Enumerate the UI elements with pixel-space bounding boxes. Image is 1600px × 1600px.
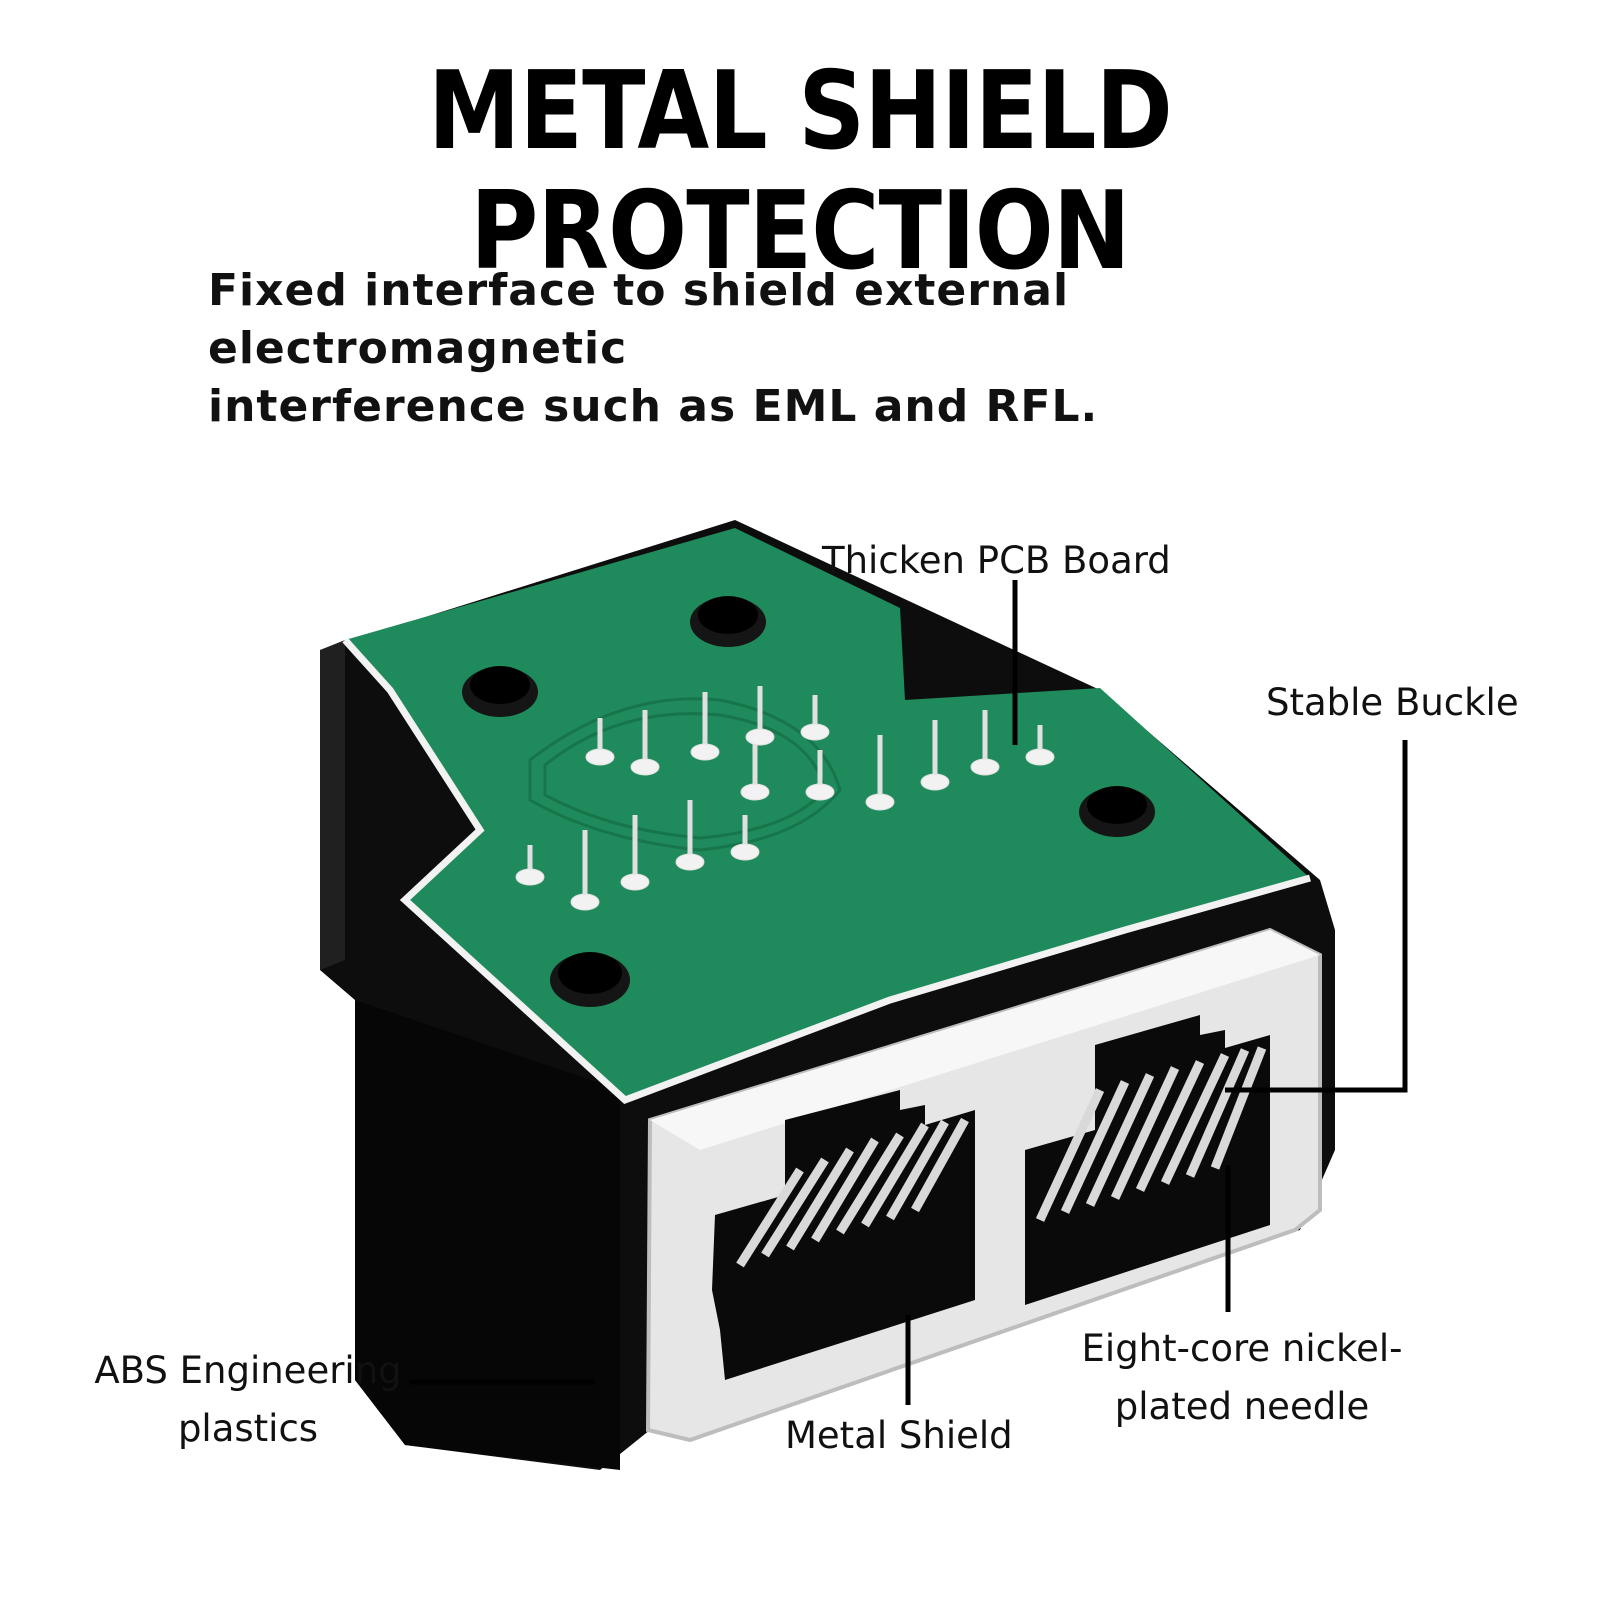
callout-abs-plastics: ABS Engineering plastics [80, 1342, 416, 1458]
callout-stable-buckle: Stable Buckle [1266, 681, 1519, 724]
callout-abs-line-1: ABS Engineering [94, 1349, 402, 1392]
page-title: METAL SHIELD PROTECTION [427, 49, 1173, 294]
callout-abs-line-2: plastics [177, 1407, 319, 1450]
subtitle: Fixed interface to shield external elect… [208, 262, 1448, 436]
callout-pcb-board: Thicken PCB Board [822, 539, 1171, 582]
solder-pins [515, 686, 1055, 911]
buckle-callout-line [1225, 740, 1408, 1093]
subtitle-line-2: interference such as EML and RFL. [208, 381, 1099, 432]
callout-needle-line-2: plated needle [1114, 1385, 1370, 1428]
subtitle-line-1: Fixed interface to shield external elect… [208, 265, 1070, 374]
mounting-posts [462, 596, 1155, 1007]
callout-metal-shield: Metal Shield [785, 1414, 1013, 1457]
callout-eight-core-needle: Eight-core nickel- plated needle [1072, 1320, 1412, 1436]
rj45-port-left [712, 1090, 975, 1380]
callout-needle-line-1: Eight-core nickel- [1081, 1327, 1403, 1370]
callout-lines [410, 580, 1408, 1405]
rj45-port-right [1025, 1015, 1270, 1305]
